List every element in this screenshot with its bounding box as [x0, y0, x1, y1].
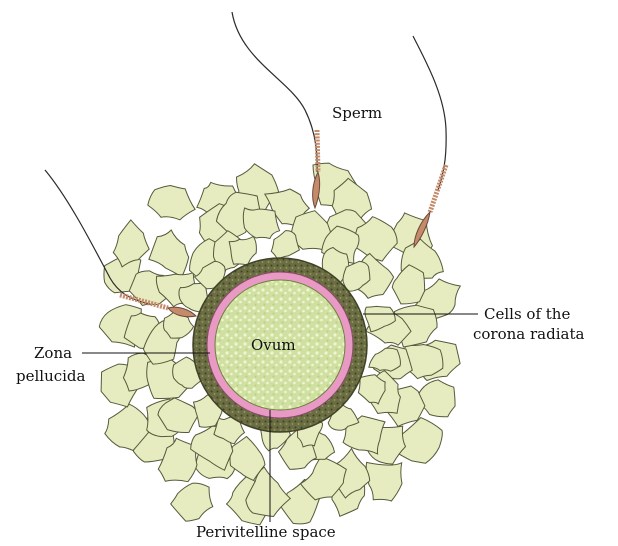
- corona-cell: [342, 260, 371, 292]
- corona-cell: [242, 207, 281, 240]
- corona-cell: [364, 305, 396, 333]
- ovum: [214, 279, 346, 411]
- corona-label-line2: corona radiata: [473, 325, 584, 343]
- sperm-cells: [44, 11, 449, 318]
- corona-cell: [215, 191, 262, 239]
- ovum-label: Ovum: [251, 336, 296, 354]
- corona-cell: [104, 403, 152, 452]
- corona-cell: [270, 230, 301, 262]
- zona-label-line1: Zona: [34, 344, 72, 362]
- zona-label-line2: pellucida: [16, 367, 86, 385]
- corona-cell: [342, 415, 386, 455]
- corona-cell: [163, 310, 195, 339]
- leader-lines: [82, 313, 478, 522]
- corona-cell: [365, 461, 403, 502]
- corona-cell: [112, 219, 150, 268]
- corona-cell: [147, 184, 196, 221]
- corona-cell: [299, 456, 347, 501]
- corona-cell: [391, 264, 426, 305]
- perivitelline-label: Perivitelline space: [196, 523, 336, 541]
- corona-cell: [245, 466, 292, 518]
- corona-cell: [157, 397, 199, 434]
- corona-cell: [357, 374, 386, 405]
- corona-radiata-cells: [98, 162, 462, 526]
- corona-label-line1: Cells of the: [484, 305, 570, 323]
- corona-cell: [368, 347, 401, 372]
- corona-cell: [148, 229, 190, 278]
- sperm-label: Sperm: [332, 104, 382, 122]
- corona-cell: [170, 482, 214, 522]
